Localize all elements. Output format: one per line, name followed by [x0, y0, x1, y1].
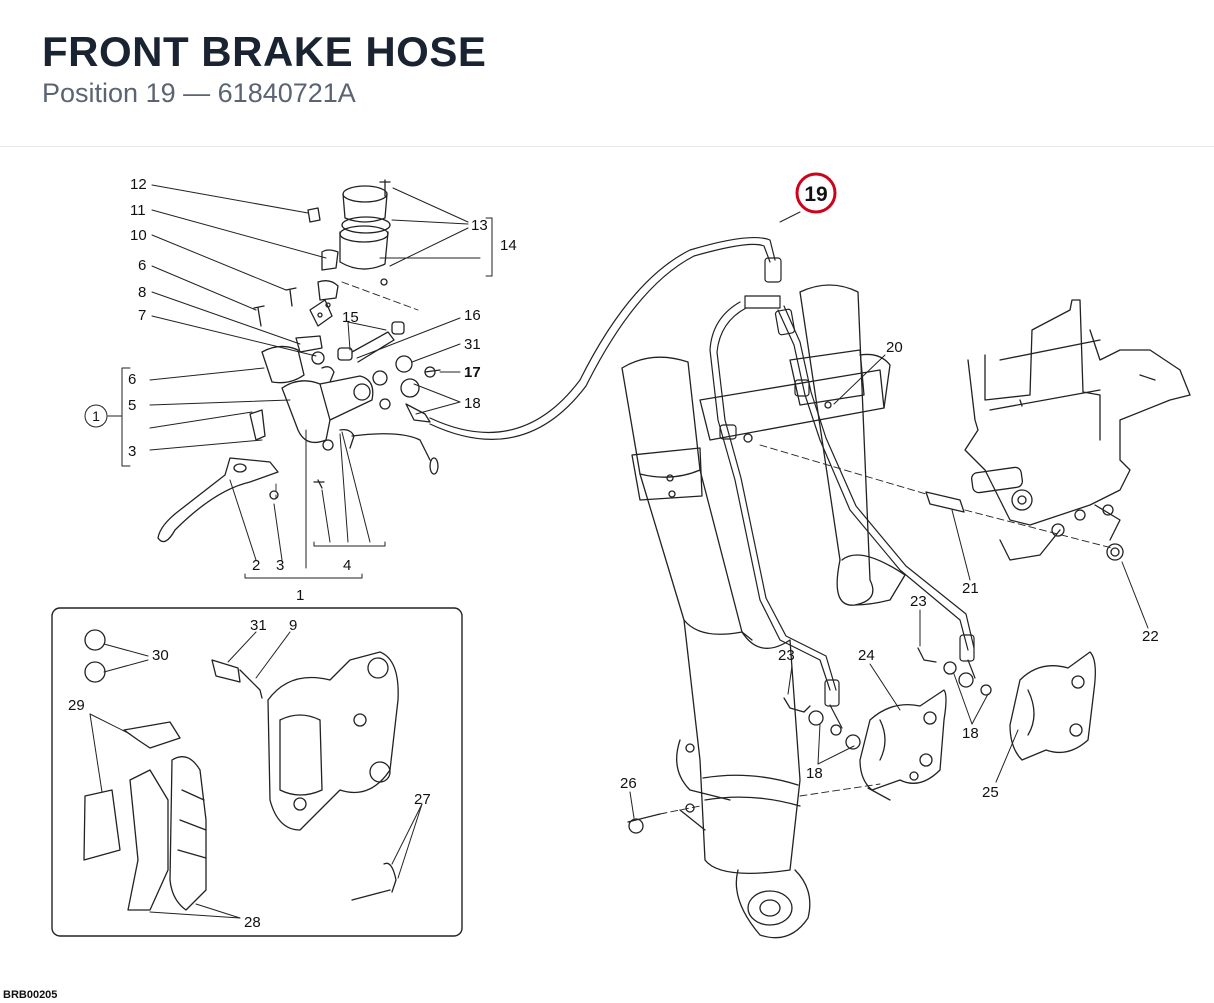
callout-27: 27: [414, 791, 431, 808]
callout-13: 13: [471, 217, 488, 234]
highlighted-callout-19-label: 19: [804, 183, 827, 206]
callout-16: 16: [464, 307, 481, 324]
callout-31-inset: 31: [250, 617, 267, 634]
position-number: 19: [145, 78, 176, 108]
callout-1-bottom: 1: [296, 587, 304, 604]
callout-7: 7: [138, 307, 146, 324]
page-header: FRONT BRAKE HOSE Position 19 — 61840721A: [0, 0, 1214, 147]
callout-25: 25: [982, 784, 999, 801]
callout-20: 20: [886, 339, 903, 356]
callout-5: 5: [128, 397, 136, 414]
callout-1-circled-label: 1: [92, 408, 100, 424]
callout-3-lever: 3: [276, 557, 284, 574]
callout-3-body: 3: [128, 443, 136, 460]
leader-lines: [89, 184, 1149, 919]
callout-11: 11: [130, 202, 146, 219]
separator: —: [183, 78, 211, 108]
callout-8: 8: [138, 284, 146, 301]
diagram-code: BRB00205: [3, 989, 58, 1001]
inset-caliper: [83, 629, 399, 911]
callout-12: 12: [130, 176, 147, 193]
callout-29: 29: [68, 697, 85, 714]
brake-hose-position-19: [429, 236, 976, 729]
position-label: Position: [42, 78, 139, 108]
callout-18-top: 18: [464, 395, 481, 412]
inset-box: [51, 607, 463, 937]
alignment-lines: [275, 281, 1113, 815]
callout-15: 15: [342, 309, 359, 326]
callout-28: 28: [244, 914, 261, 931]
callout-23-right: 23: [910, 593, 927, 610]
callout-1-circled: 1: [84, 404, 108, 428]
caliper-right: [917, 647, 1096, 761]
part-number: 61840721A: [217, 78, 356, 108]
callout-18-left: 18: [806, 765, 823, 782]
master-cylinder-assembly: [157, 179, 441, 543]
fork-leg-right: [699, 284, 906, 606]
callout-14: 14: [500, 237, 517, 254]
callout-2: 2: [252, 557, 260, 574]
page-subtitle: Position 19 — 61840721A: [42, 78, 356, 109]
callout-6-top: 6: [138, 257, 146, 274]
callout-30: 30: [152, 647, 169, 664]
callout-31-top: 31: [464, 336, 481, 353]
callout-4: 4: [343, 557, 351, 574]
fasteners: [627, 491, 1124, 834]
callout-17: 17: [464, 364, 481, 381]
fork-leg-left: [621, 356, 811, 939]
callout-24: 24: [858, 647, 875, 664]
caliper-left: [783, 689, 947, 801]
callout-18-right: 18: [962, 725, 979, 742]
callout-26: 26: [620, 775, 637, 792]
callout-21: 21: [962, 580, 979, 597]
page-title: FRONT BRAKE HOSE: [42, 28, 487, 75]
callout-22: 22: [1142, 628, 1159, 645]
frame-bracket: [964, 299, 1191, 561]
highlighted-callout-19[interactable]: 19: [795, 172, 837, 214]
callout-labels: 12 11 10 6 8 7 13 14 15 16 31 17 18 6 5 …: [68, 176, 1159, 931]
exploded-parts-diagram: 12 11 10 6 8 7 13 14 15 16 31 17 18 6 5 …: [51, 172, 1191, 939]
callout-23-left: 23: [778, 647, 795, 664]
callout-10: 10: [130, 227, 147, 244]
callout-9: 9: [289, 617, 297, 634]
callout-6-body: 6: [128, 371, 136, 388]
